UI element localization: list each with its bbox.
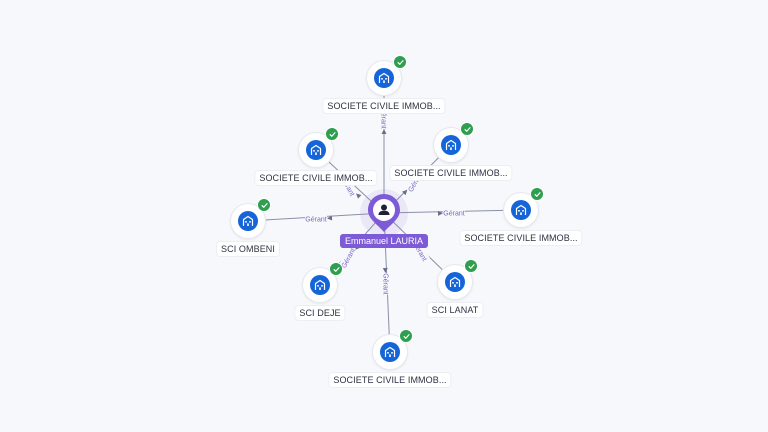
- verified-check-icon: [325, 127, 339, 141]
- verified-check-icon: [530, 187, 544, 201]
- company-node-circle: [367, 55, 407, 95]
- relation-label: Gérant: [443, 208, 465, 218]
- company-node-circle: [504, 187, 544, 227]
- building-icon: [374, 68, 394, 88]
- verified-check-icon: [329, 262, 343, 276]
- edge-arrow: [382, 267, 388, 273]
- edge-arrow: [356, 193, 362, 199]
- edge-arrow: [402, 189, 408, 196]
- company-label: SOCIETE CIVILE IMMOB...: [255, 171, 377, 185]
- building-icon: [310, 275, 330, 295]
- verified-check-icon: [464, 259, 478, 273]
- building-icon: [238, 211, 258, 231]
- company-label: SOCIETE CIVILE IMMOB...: [323, 99, 445, 113]
- svg-text:Gérant: Gérant: [305, 217, 326, 224]
- company-node-circle: [299, 127, 339, 167]
- edge-arrow: [381, 129, 387, 134]
- person-icon: [368, 194, 400, 232]
- company-label: SCI DEJE: [295, 306, 345, 320]
- company-label: SCI LANAT: [427, 303, 483, 317]
- company-label: SCI OMBENI: [216, 242, 280, 256]
- company-node-circle: [434, 122, 474, 162]
- company-node-circle: [231, 198, 271, 238]
- company-node-circle: [303, 262, 343, 302]
- company-label: SOCIETE CIVILE IMMOB...: [460, 231, 582, 245]
- building-icon: [441, 135, 461, 155]
- edge-arrow: [437, 210, 443, 216]
- relation-label: Gérant: [382, 273, 391, 295]
- building-icon: [380, 342, 400, 362]
- verified-check-icon: [460, 122, 474, 136]
- company-label: SOCIETE CIVILE IMMOB...: [390, 166, 512, 180]
- building-icon: [511, 200, 531, 220]
- svg-text:Gérant: Gérant: [380, 107, 387, 128]
- svg-text:Gérant: Gérant: [443, 211, 464, 218]
- building-icon: [306, 140, 326, 160]
- relation-label: Gérant: [305, 214, 327, 224]
- edge-arrow: [327, 215, 333, 221]
- verified-check-icon: [399, 329, 413, 343]
- verified-check-icon: [257, 198, 271, 212]
- svg-text:Gérant: Gérant: [382, 273, 389, 294]
- company-label: SOCIETE CIVILE IMMOB...: [329, 373, 451, 387]
- company-node-circle: [373, 329, 413, 369]
- verified-check-icon: [393, 55, 407, 69]
- building-icon: [445, 272, 465, 292]
- company-node-circle: [438, 259, 478, 299]
- person-name-label: Emmanuel LAURIA: [339, 234, 429, 248]
